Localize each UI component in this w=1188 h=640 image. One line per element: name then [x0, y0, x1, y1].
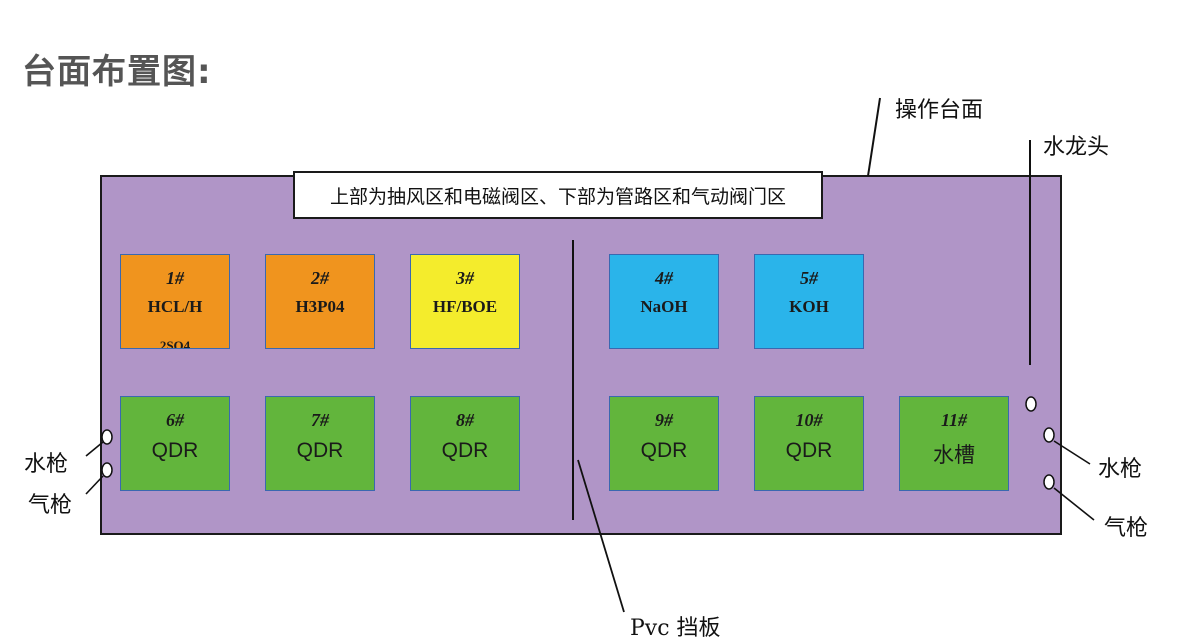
- tank-chemical: NaOH: [640, 297, 688, 316]
- tank-chemical: QDR: [785, 439, 833, 462]
- tank-1: 1# HCL/H 2SO4: [120, 254, 230, 349]
- tank-2: 2# H3P04: [265, 254, 375, 349]
- tank-4: 4# NaOH: [609, 254, 719, 349]
- tank-number: 4#: [655, 268, 673, 288]
- tank-9: 9# QDR: [609, 396, 719, 491]
- tank-chemical: QDR: [296, 439, 344, 462]
- air-gun-left-label: 气枪: [28, 493, 73, 518]
- tank-number: 9#: [655, 410, 673, 430]
- tank-chemical: QDR: [151, 439, 199, 462]
- tank-chemical: QDR: [640, 439, 688, 462]
- tank-chemical: QDR: [441, 439, 489, 462]
- tank-5: 5# KOH: [754, 254, 864, 349]
- tank-number: 5#: [800, 268, 818, 288]
- water-gun-right-leader: [1053, 440, 1091, 465]
- tank-number: 6#: [166, 410, 184, 430]
- tank-chemical-overflow: 2SO4: [159, 338, 191, 349]
- tank-chemical: HF/BOE: [432, 297, 498, 316]
- tank-11: 11# 水槽: [899, 396, 1009, 491]
- tank-number: 11#: [940, 410, 967, 430]
- faucet-label: 水龙头: [1043, 135, 1110, 160]
- tank-number: 10#: [795, 410, 823, 430]
- water-gun-left-label: 水枪: [24, 452, 69, 477]
- tank-10: 10# QDR: [754, 396, 864, 491]
- tank-number: 3#: [456, 268, 474, 288]
- tank-6: 6# QDR: [120, 396, 230, 491]
- water-gun-left-nozzle: [101, 429, 113, 445]
- tank-chemical: H3P04: [295, 297, 345, 316]
- water-gun-right-label: 水枪: [1098, 457, 1143, 482]
- tank-3: 3# HF/BOE: [410, 254, 520, 349]
- air-gun-left-nozzle: [101, 462, 113, 478]
- air-gun-left-leader: [85, 475, 104, 495]
- faucet-nozzle: [1025, 396, 1037, 412]
- pvc-leader-line: [577, 459, 625, 613]
- operation-surface-label: 操作台面: [895, 98, 984, 123]
- tank-chemical: 水槽: [933, 444, 975, 467]
- page-title: 台面布置图:: [22, 52, 212, 92]
- tank-chemical: HCL/H: [147, 297, 203, 316]
- tank-7: 7# QDR: [265, 396, 375, 491]
- tank-number: 7#: [311, 410, 329, 430]
- water-gun-left-leader: [85, 441, 104, 457]
- tank-number: 8#: [456, 410, 474, 430]
- tank-8: 8# QDR: [410, 396, 520, 491]
- pvc-baffle-label: Pvc 挡板: [630, 616, 721, 640]
- bench-leader-line: [867, 97, 881, 177]
- tank-number: 2#: [311, 268, 329, 288]
- zone-banner: 上部为抽风区和电磁阀区、下部为管路区和气动阀门区: [293, 171, 823, 219]
- air-gun-right-label: 气枪: [1104, 516, 1149, 541]
- tank-chemical: KOH: [789, 297, 829, 316]
- air-gun-right-leader: [1053, 487, 1095, 521]
- air-gun-right-nozzle: [1043, 474, 1055, 490]
- tank-number: 1#: [166, 268, 184, 288]
- water-gun-right-nozzle: [1043, 427, 1055, 443]
